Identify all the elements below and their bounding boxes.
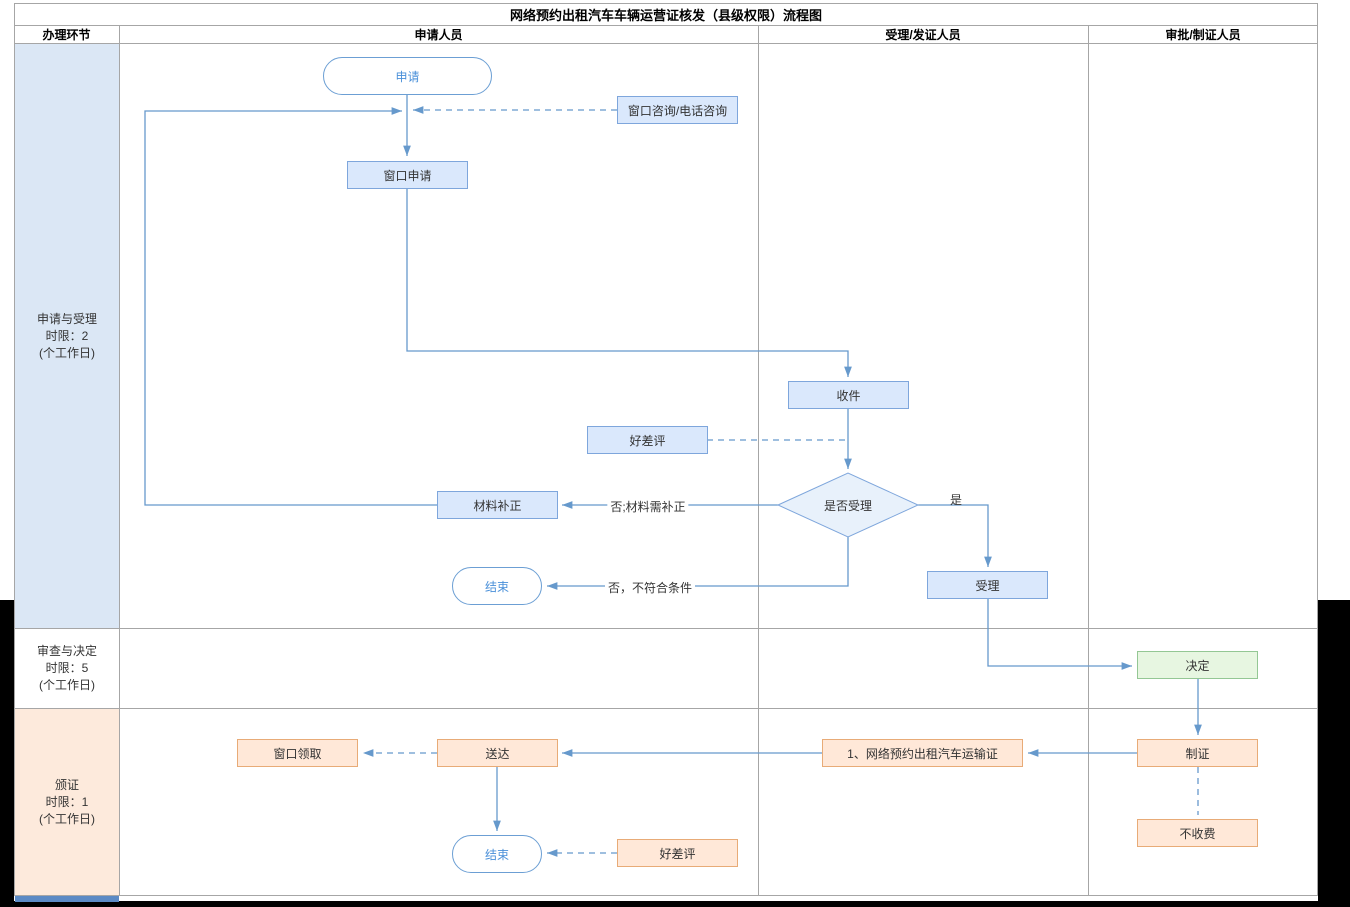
grid-lane1-divider bbox=[14, 628, 1318, 629]
grid-col2-divider bbox=[758, 25, 759, 896]
connector-accept-to-decision bbox=[987, 599, 1132, 670]
page-title: 网络预约出租汽车车辆运营证核发（县级权限）流程图 bbox=[509, 7, 822, 23]
node-receive: 收件 bbox=[788, 381, 909, 409]
header-acceptor: 受理/发证人员 bbox=[885, 27, 961, 42]
node-cert-name: 1、网络预约出租汽车运输证 bbox=[822, 739, 1023, 767]
lane3-limit: 时限：1 bbox=[45, 794, 89, 809]
lane-label-apply-accept: 申请与受理 时限：2 (个工作日) bbox=[15, 44, 119, 628]
edge-label-not-qualified: 否，不符合条件 bbox=[604, 579, 696, 596]
connector-window-apply-to-receive bbox=[406, 189, 852, 377]
grid-left-border bbox=[14, 3, 15, 896]
screen-edge-right bbox=[1318, 600, 1350, 907]
grid-header-divider bbox=[14, 43, 1318, 44]
lane-label-review-decide: 审查与决定 时限：5 (个工作日) bbox=[15, 629, 119, 708]
grid-col3-divider bbox=[1088, 25, 1089, 896]
lane2-title: 审查与决定 bbox=[36, 644, 97, 658]
lane1-unit: (个工作日) bbox=[39, 345, 95, 360]
node-review-2: 好差评 bbox=[617, 839, 738, 867]
grid-top-border bbox=[14, 3, 1318, 4]
node-review-1: 好差评 bbox=[587, 426, 708, 454]
node-apply: 申请 bbox=[323, 57, 492, 95]
node-material-correction: 材料补正 bbox=[437, 491, 558, 519]
lane-label-issue-cert: 颁证 时限：1 (个工作日) bbox=[15, 709, 119, 895]
edge-label-yes: 是 bbox=[949, 493, 963, 507]
grid-right-border bbox=[1317, 3, 1318, 896]
grid-bottom-border bbox=[14, 895, 1318, 896]
screen-edge-left bbox=[0, 600, 14, 907]
header-applicant: 申请人员 bbox=[414, 27, 463, 42]
lane2-limit: 时限：5 bbox=[45, 661, 89, 675]
lane3-title: 颁证 bbox=[54, 777, 79, 792]
connector-diamond-to-accept bbox=[918, 504, 992, 567]
lane2-unit: (个工作日) bbox=[39, 678, 95, 692]
connector-diamond-to-end1 bbox=[547, 537, 849, 590]
next-lane-cutoff-strip bbox=[15, 896, 119, 902]
node-window-apply: 窗口申请 bbox=[347, 161, 468, 189]
node-window-pickup: 窗口领取 bbox=[237, 739, 358, 767]
node-end-2: 结束 bbox=[452, 835, 542, 873]
grid-lane2-divider bbox=[14, 708, 1318, 709]
node-decision: 决定 bbox=[1137, 651, 1258, 679]
node-end-1: 结束 bbox=[452, 567, 542, 605]
node-window-consult: 窗口咨询/电话咨询 bbox=[617, 96, 738, 124]
header-process-step: 办理环节 bbox=[42, 27, 91, 42]
screen-edge-bottom bbox=[0, 901, 1350, 907]
node-deliver: 送达 bbox=[437, 739, 558, 767]
edge-label-need-correction: 否;材料需补正 bbox=[607, 498, 689, 515]
node-accept-decision: 是否受理 bbox=[823, 498, 872, 513]
node-make-cert: 制证 bbox=[1137, 739, 1258, 767]
node-no-fee: 不收费 bbox=[1137, 819, 1258, 847]
grid-col1-divider bbox=[119, 25, 120, 896]
lane1-limit: 时限：2 bbox=[45, 328, 89, 343]
node-accept: 受理 bbox=[927, 571, 1048, 599]
grid-title-divider bbox=[14, 25, 1318, 26]
lane1-title: 申请与受理 bbox=[36, 311, 97, 326]
lane3-unit: (个工作日) bbox=[39, 811, 95, 826]
header-approver: 审批/制证人员 bbox=[1165, 27, 1241, 42]
